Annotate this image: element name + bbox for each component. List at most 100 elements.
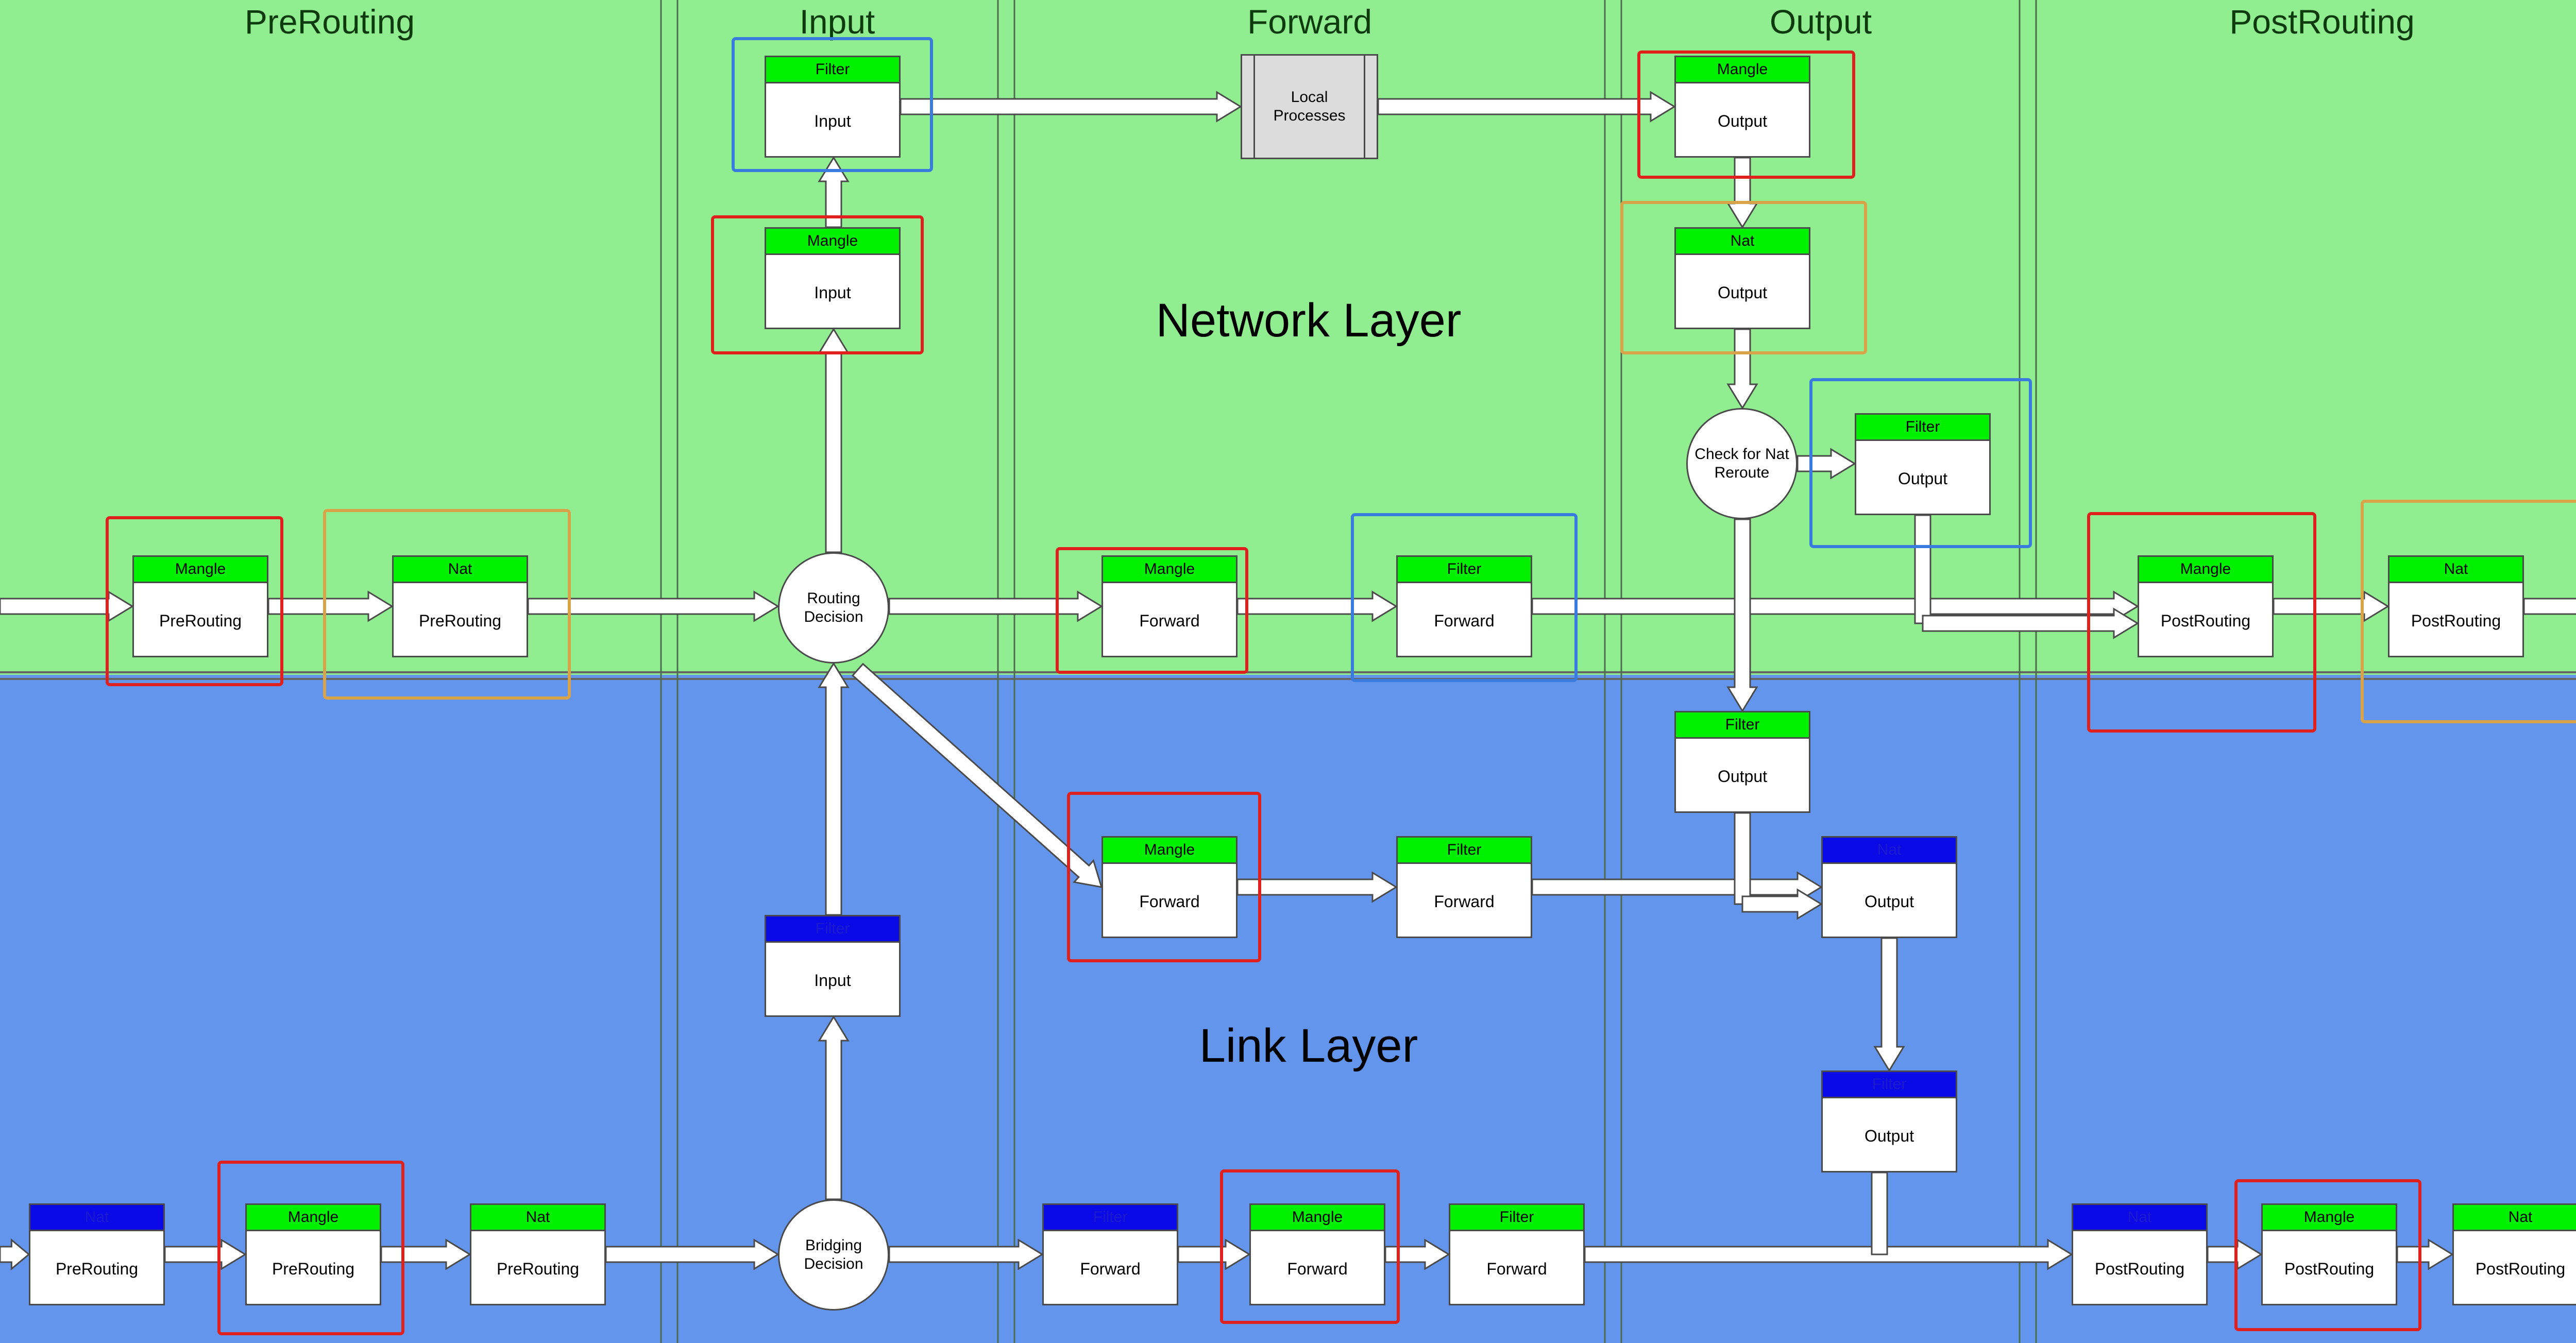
column-title-output: Output bbox=[1769, 3, 1872, 41]
flow-arrow bbox=[0, 590, 134, 622]
highlight-frame bbox=[1220, 1169, 1400, 1324]
routing-decision-label: Routing Decision bbox=[804, 590, 863, 625]
chain-name: PostRouting bbox=[2284, 1260, 2375, 1278]
nat-reroute-check: Check for Nat Reroute bbox=[1686, 408, 1798, 519]
link-layer-title: Link Layer bbox=[1199, 1019, 1418, 1072]
local-processes-node: Local Processes bbox=[1241, 54, 1378, 159]
table-header: Filter bbox=[1450, 1205, 1583, 1231]
highlight-frame bbox=[217, 1161, 404, 1335]
highlight-frame bbox=[1809, 378, 2032, 548]
flow-arrow bbox=[888, 590, 1103, 622]
table-header: Filter bbox=[766, 916, 899, 943]
flow-arrow bbox=[0, 1238, 30, 1271]
flow-arrow bbox=[164, 1238, 247, 1270]
chain-name: Input bbox=[814, 971, 851, 990]
table-header: Nat bbox=[2454, 1205, 2576, 1231]
local-processes-label: Local Processes bbox=[1273, 89, 1346, 124]
highlight-frame bbox=[1620, 201, 1867, 354]
highlight-frame bbox=[2234, 1179, 2421, 1331]
highlight-frame bbox=[732, 37, 933, 172]
flow-arrow bbox=[2273, 590, 2389, 622]
chain-name: PreRouting bbox=[496, 1260, 580, 1278]
table-header: Nat bbox=[30, 1205, 163, 1231]
routing-decision: Routing Decision bbox=[778, 552, 889, 664]
chain-name: Forward bbox=[1287, 1260, 1348, 1278]
chain-name: Output bbox=[1717, 283, 1768, 302]
table-header: Filter bbox=[1823, 1072, 1956, 1098]
chain-name: Forward bbox=[1434, 611, 1495, 630]
chain-name: Output bbox=[1717, 112, 1768, 130]
table-header: Filter bbox=[1676, 712, 1809, 739]
chain-name: PostRouting bbox=[2094, 1260, 2185, 1278]
column-title-prerouting: PreRouting bbox=[244, 3, 415, 41]
chain-name: PreRouting bbox=[55, 1260, 139, 1278]
chain-name: PostRouting bbox=[2475, 1260, 2566, 1278]
chain-name: Forward bbox=[1080, 1260, 1141, 1278]
network-layer-title: Network Layer bbox=[1156, 294, 1462, 347]
chain-name: Forward bbox=[1139, 892, 1200, 911]
flow-arrow bbox=[1726, 328, 1758, 410]
bridging-decision-label: Bridging Decision bbox=[804, 1237, 863, 1272]
highlight-frame bbox=[1067, 792, 1261, 962]
table-header: Mangle bbox=[1676, 57, 1809, 83]
chain-name: PostRouting bbox=[2160, 611, 2251, 630]
flow-arrow bbox=[1871, 1171, 1888, 1255]
chain-name: Output bbox=[1897, 469, 1948, 488]
table-header: Filter bbox=[1856, 415, 1989, 441]
flow-arrow bbox=[818, 662, 850, 916]
flow-arrow bbox=[1384, 1238, 1450, 1270]
table-header: Nat bbox=[1676, 229, 1809, 255]
flow-arrow bbox=[1922, 607, 2139, 639]
chain-name: PreRouting bbox=[418, 611, 502, 630]
table-header: Nat bbox=[394, 557, 527, 583]
chain-name: Forward bbox=[1434, 892, 1495, 911]
flow-arrow bbox=[1236, 871, 1398, 903]
highlight-frame bbox=[1637, 50, 1855, 179]
table-header: Mangle bbox=[134, 557, 267, 583]
flow-arrow bbox=[605, 1238, 779, 1270]
chain-name: PreRouting bbox=[159, 611, 242, 630]
flow-arrow bbox=[818, 328, 850, 553]
highlight-frame bbox=[2361, 500, 2576, 723]
table-header: Filter bbox=[766, 57, 899, 83]
flow-arrow bbox=[1873, 937, 1905, 1072]
flow-arrow bbox=[1726, 518, 1758, 712]
table-header: Nat bbox=[2073, 1205, 2206, 1231]
bridging-decision: Bridging Decision bbox=[778, 1199, 889, 1311]
flow-arrow bbox=[888, 1238, 1044, 1270]
flow-arrow bbox=[1236, 590, 1398, 622]
chain-name: Output bbox=[1864, 1127, 1914, 1145]
highlight-frame bbox=[1056, 547, 1248, 674]
table-header: Filter bbox=[1398, 557, 1531, 583]
table-header: Filter bbox=[1398, 838, 1531, 864]
flow-arrow bbox=[1734, 812, 1751, 905]
flow-arrow bbox=[2523, 598, 2576, 615]
flow-arrow bbox=[527, 590, 779, 622]
flow-arrow bbox=[1377, 91, 1676, 123]
chain-name: Output bbox=[1717, 767, 1768, 786]
table-header: Mangle bbox=[247, 1205, 380, 1231]
table-header: Mangle bbox=[766, 229, 899, 255]
flow-arrow bbox=[1584, 1238, 2073, 1270]
